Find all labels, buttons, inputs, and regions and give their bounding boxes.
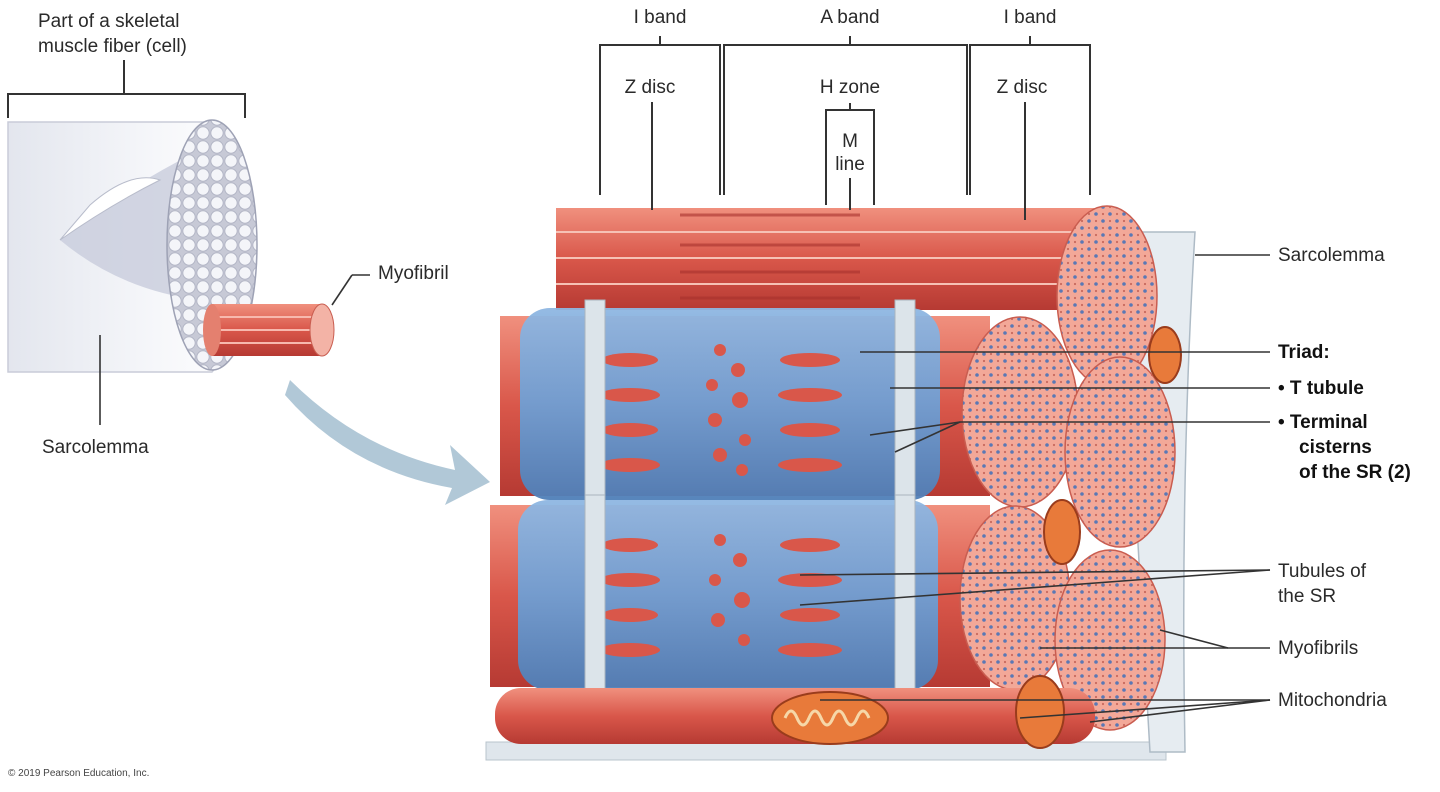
fiber-title-line1: Part of a skeletal (38, 11, 180, 32)
sarcolemma-label-left: Sarcolemma (42, 437, 149, 458)
a-band-label: A band (820, 7, 880, 28)
copyright-credit: © 2019 Pearson Education, Inc. (8, 768, 150, 779)
tubules-sr-label-2: the SR (1278, 586, 1337, 607)
fiber-bracket (7, 60, 246, 118)
zoom-arrow (285, 380, 490, 505)
terminal-cisterns-label-2: cisterns (1299, 437, 1372, 458)
leader-lines (99, 254, 1271, 723)
sarcolemma-label-right: Sarcolemma (1278, 245, 1385, 266)
enlarged-fiber-illustration (485, 205, 1196, 761)
h-zone-label: H zone (819, 77, 881, 98)
i-band-label-right: I band (1003, 7, 1057, 28)
m-line-label-2: line (835, 154, 865, 175)
i-band-label-left: I band (633, 7, 687, 28)
triad-label: Triad: (1278, 342, 1330, 363)
z-disc-label-right: Z disc (996, 77, 1048, 98)
myofibril-label: Myofibril (378, 263, 449, 284)
terminal-cisterns-label-3: of the SR (2) (1299, 462, 1411, 483)
muscle-fiber-illustration (7, 119, 335, 373)
m-line-label-1: M (842, 131, 858, 152)
mitochondria-label: Mitochondria (1278, 690, 1387, 711)
myofibril-illustration (203, 303, 335, 357)
t-tubule-label: • T tubule (1278, 378, 1364, 399)
z-disc-label-left: Z disc (624, 77, 676, 98)
band-brackets (599, 36, 1091, 220)
myofibrils-label: Myofibrils (1278, 638, 1359, 659)
fiber-title-line2: muscle fiber (cell) (38, 36, 187, 57)
tubules-sr-label-1: Tubules of (1278, 561, 1367, 582)
terminal-cisterns-label-1: • Terminal (1278, 412, 1368, 433)
